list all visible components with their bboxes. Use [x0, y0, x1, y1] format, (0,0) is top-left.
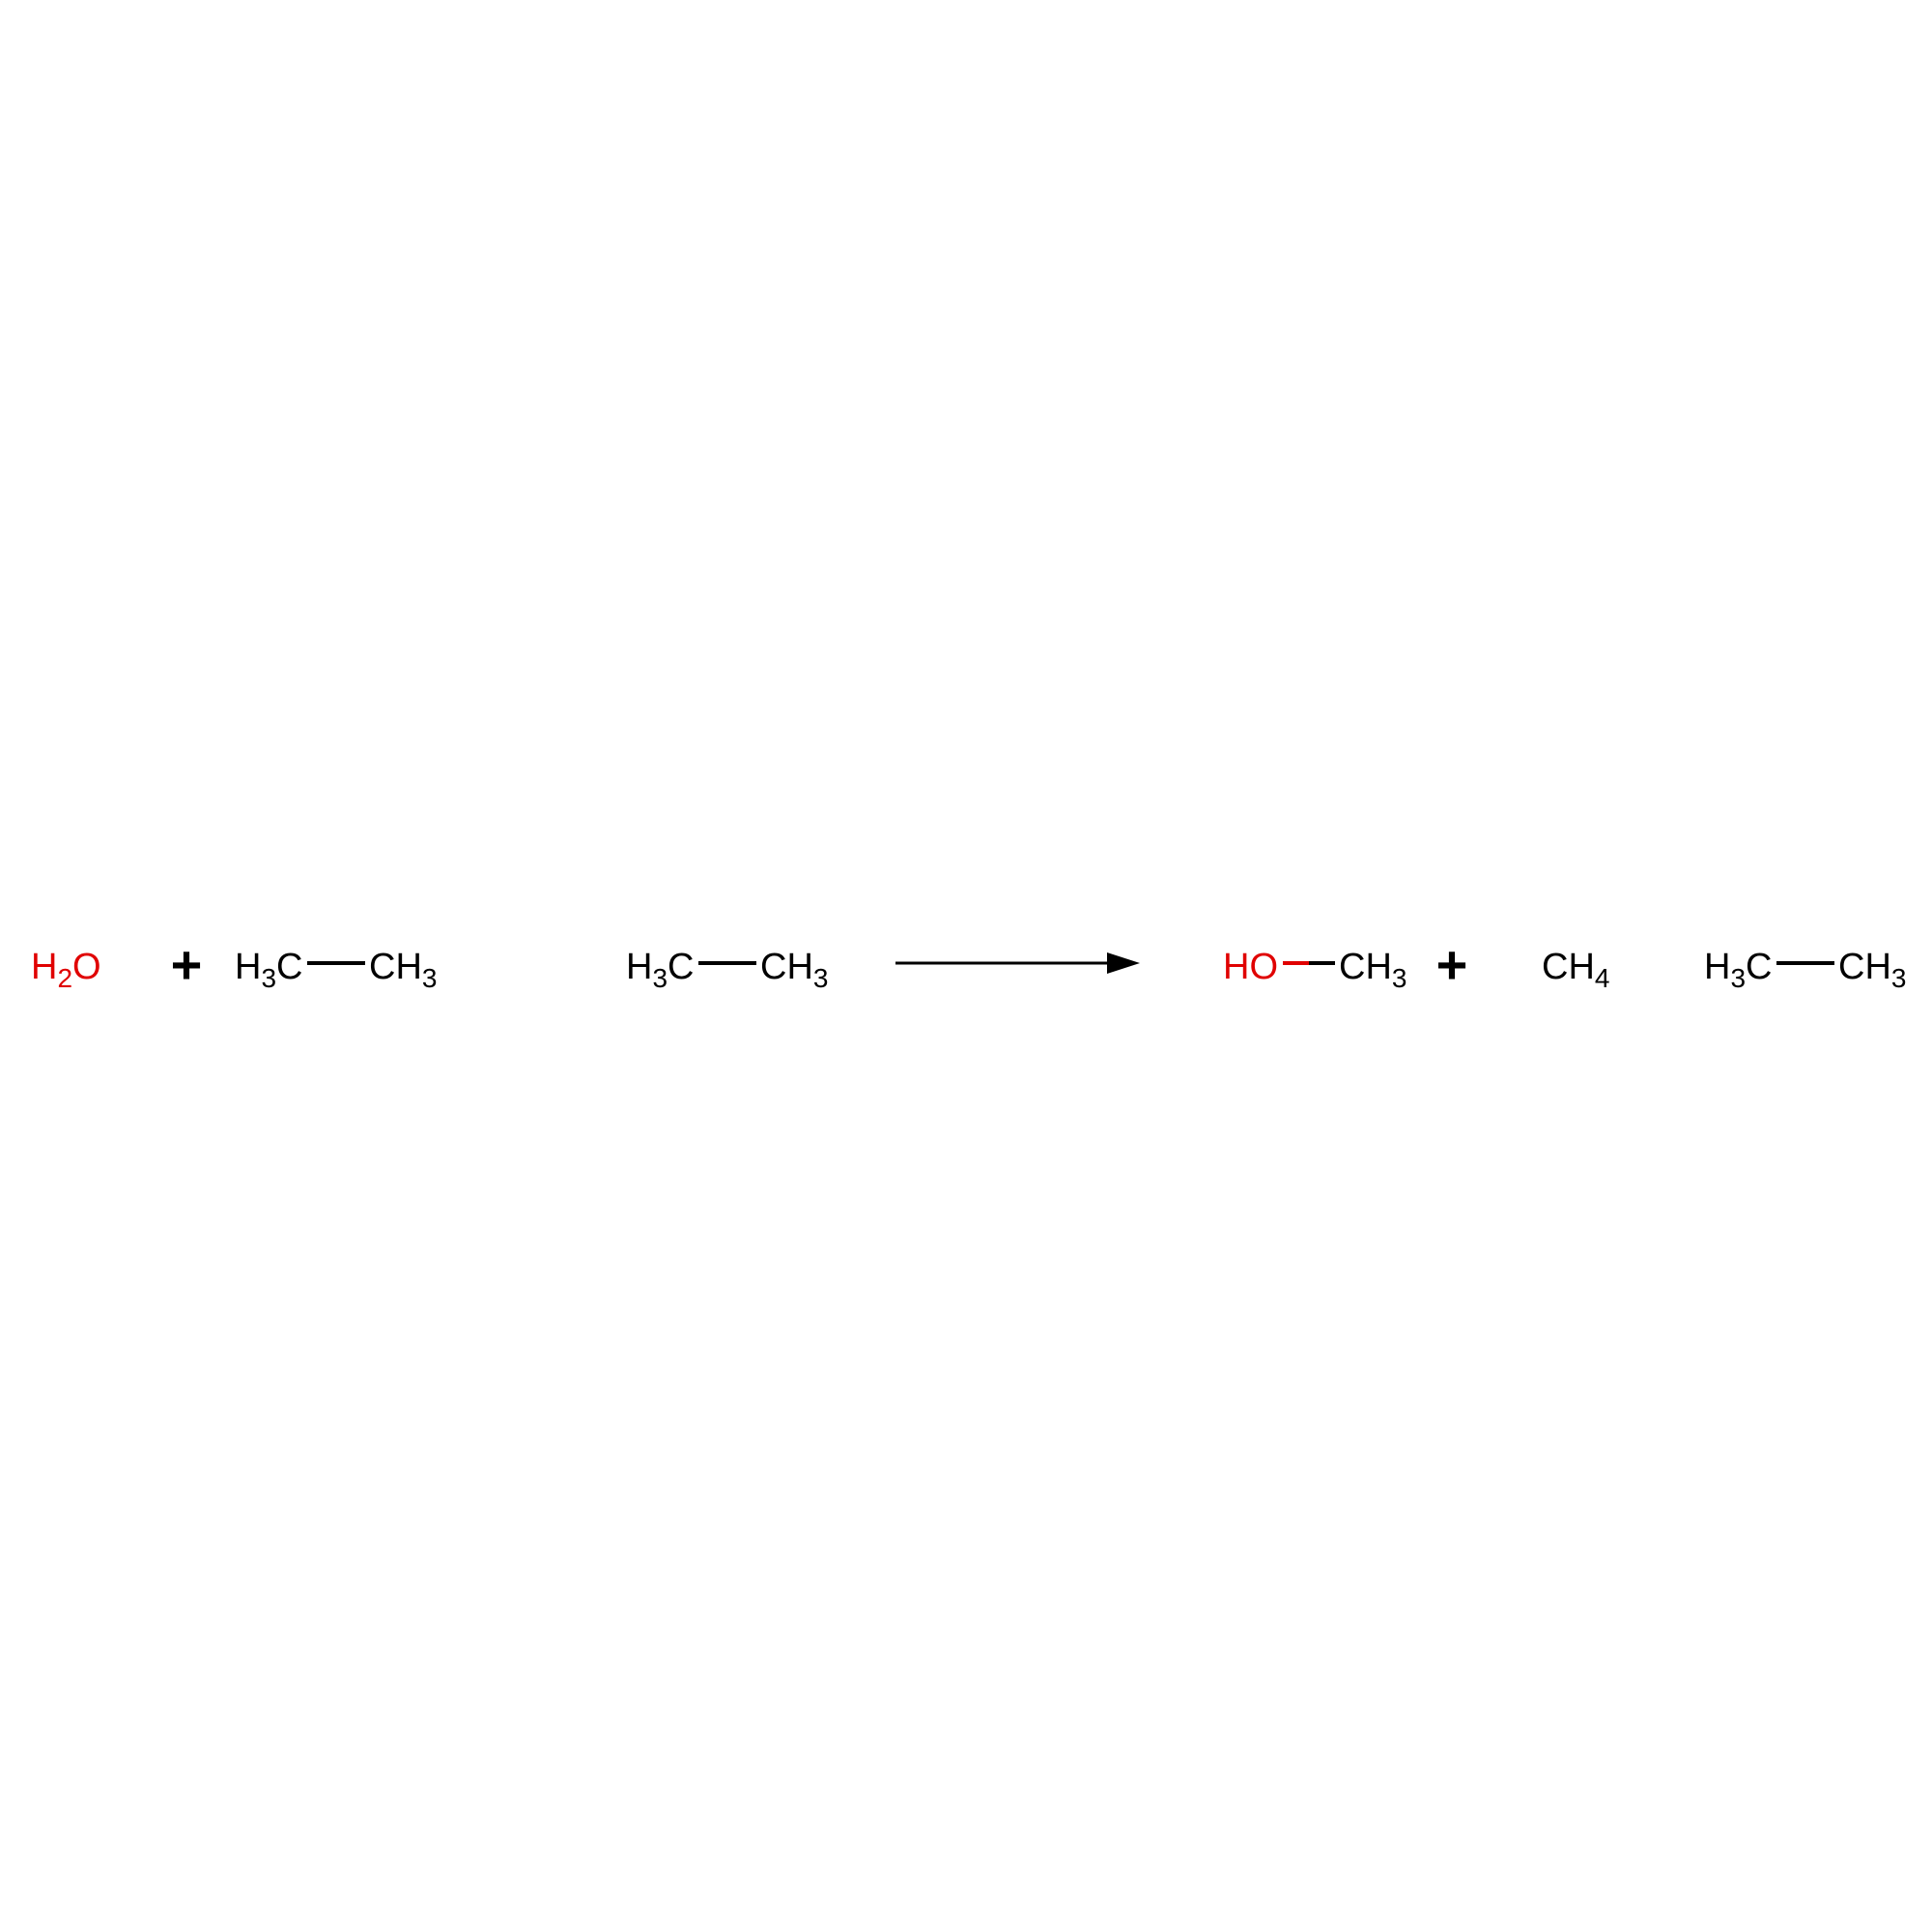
methanol-h-count: 3: [1392, 963, 1407, 993]
methanol-oxygen: HO: [1223, 947, 1278, 987]
agent-right-h-count: 3: [813, 963, 829, 993]
ethane-right-carbon: CH3: [369, 947, 437, 993]
methanol-ch: CH: [1339, 947, 1392, 987]
agent-right-carbon: CH3: [760, 947, 828, 993]
ethane-left-h-count: 3: [261, 963, 276, 993]
agent-left-carbon: H3C: [626, 947, 694, 993]
ethane-left-h: H: [235, 947, 261, 987]
ethane-right-ch: CH: [369, 947, 422, 987]
product-ethane-right-carbon: CH3: [1838, 947, 1906, 993]
agent-right-ch: CH: [760, 947, 813, 987]
reactant-water: H2O: [31, 947, 101, 993]
product-ethane: H3C CH3: [1704, 947, 1906, 993]
methane-h-count: 4: [1595, 963, 1610, 993]
product-ethane-right-h-count: 3: [1891, 963, 1907, 993]
agent-left-h: H: [626, 947, 652, 987]
ethane-right-h-count: 3: [422, 963, 438, 993]
product-ethane-left-carbon: H3C: [1704, 947, 1772, 993]
product-methane: CH4: [1542, 947, 1609, 993]
water-h-count: 2: [57, 963, 72, 993]
ethane-left-c: C: [276, 947, 302, 987]
reaction-arrow: [895, 952, 1140, 974]
water-o: O: [72, 947, 101, 987]
product-ethane-left-h-count: 3: [1730, 963, 1746, 993]
water-atom-label: H2O: [31, 947, 101, 993]
methane-ch: CH: [1542, 947, 1595, 987]
agent-ethane: H3C CH3: [626, 947, 828, 993]
agent-left-h-count: 3: [652, 963, 668, 993]
water-h: H: [31, 947, 57, 987]
ethane-left-carbon: H3C: [235, 947, 302, 993]
product-ethane-left-h: H: [1704, 947, 1730, 987]
product-ethane-right-ch: CH: [1838, 947, 1891, 987]
agent-left-c: C: [668, 947, 694, 987]
product-ethane-left-c: C: [1746, 947, 1772, 987]
plus-sign: +: [171, 934, 203, 995]
methane-carbon: CH4: [1542, 947, 1609, 993]
arrow-head: [1107, 952, 1140, 974]
plus-sign: +: [1436, 934, 1468, 995]
product-methanol: HO CH3: [1223, 947, 1406, 993]
reactant-ethane: H3C CH3: [235, 947, 437, 993]
methanol-carbon: CH3: [1339, 947, 1406, 993]
